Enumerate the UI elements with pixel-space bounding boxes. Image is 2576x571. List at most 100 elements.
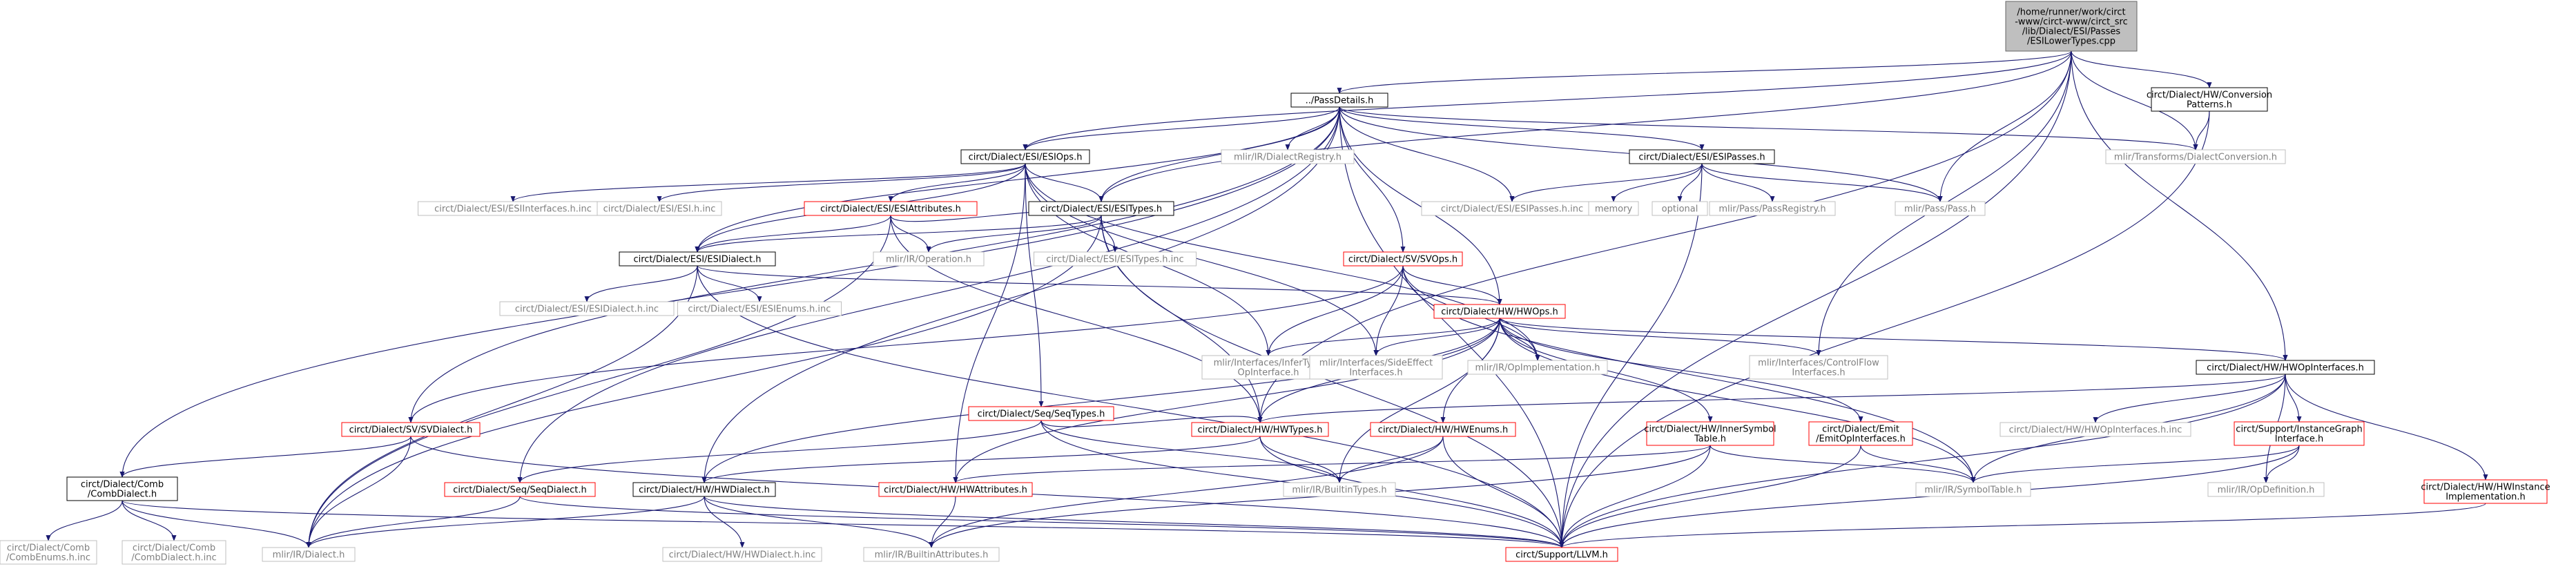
edge-root-to-esitypes (1098, 50, 2072, 202)
node-seqdialect[interactable]: circt/Dialect/Seq/SeqDialect.h (444, 482, 596, 497)
node-opimpl[interactable]: mlir/IR/OpImplementation.h (1467, 360, 1608, 375)
node-label-opimpl: mlir/IR/OpImplementation.h (1475, 363, 1600, 374)
node-hwopinterfaces[interactable]: circt/Dialect/HW/HWOpInterfaces.h (2196, 360, 2375, 375)
edge-hwdialect-to-irdialect (306, 496, 705, 548)
node-label-infertype: OpInterface.h (1237, 368, 1299, 378)
node-esipasses[interactable]: circt/Dialect/ESI/ESIPasses.h (1629, 149, 1775, 164)
node-hwtypes[interactable]: circt/Dialect/HW/HWTypes.h (1191, 422, 1329, 437)
node-hwdialectinc[interactable]: circt/Dialect/HW/HWDialect.h.inc (662, 547, 822, 562)
node-label-optional: optional (1662, 204, 1698, 215)
node-box-esidialectinc (499, 301, 675, 316)
node-dialectregistry[interactable]: mlir/IR/DialectRegistry.h (1221, 149, 1355, 164)
node-builtinattributes[interactable]: mlir/IR/BuiltinAttributes.h (863, 547, 1000, 562)
node-hwopinterfacesinc[interactable]: circt/Dialect/HW/HWOpInterfaces.h.inc (1999, 422, 2191, 437)
node-box-combdialect (66, 476, 178, 501)
node-passdetails[interactable]: ../PassDetails.h (1290, 93, 1388, 108)
node-pass[interactable]: mlir/Pass/Pass.h (1895, 201, 1986, 216)
edge-root-to-pass (1937, 50, 2072, 202)
edge-passdetails-to-hwops (1339, 106, 1502, 305)
node-label-innersymbol: circt/Dialect/HW/InnerSymbol (1644, 425, 1776, 435)
node-label-hwdialect: circt/Dialect/HW/HWDialect.h (639, 485, 770, 496)
node-seqtypes[interactable]: circt/Dialect/Seq/SeqTypes.h (968, 406, 1114, 421)
node-box-opdefinition (2207, 482, 2325, 497)
node-label-emitopinterfaces: circt/Dialect/Emit (1822, 425, 1899, 435)
edge-esiattributes-to-irdialect (306, 215, 891, 548)
node-box-combdialecthinc (122, 540, 226, 565)
node-esiattributes[interactable]: circt/Dialect/ESI/ESIAttributes.h (804, 201, 978, 216)
edge-esitypes-to-operation (926, 215, 1102, 253)
node-dialectconversion[interactable]: mlir/Transforms/DialectConversion.h (2105, 149, 2286, 164)
node-hwinstanceimpl[interactable]: circt/Dialect/HW/HWInstanceImplementatio… (2421, 479, 2550, 504)
node-llvm[interactable]: circt/Support/LLVM.h (1505, 547, 1618, 562)
node-label-root: /home/runner/work/circt (2017, 8, 2125, 18)
node-box-sideeffect (1309, 355, 1443, 380)
node-hwenums[interactable]: circt/Dialect/HW/HWEnums.h (1370, 422, 1516, 437)
node-opdefinition[interactable]: mlir/IR/OpDefinition.h (2207, 482, 2325, 497)
edge-passdetails-to-esipassesinc (1339, 106, 1515, 202)
node-box-svdialect (341, 422, 481, 437)
node-box-esitypesinc (1034, 251, 1197, 267)
edge-seqtypes-to-builtintypes (1040, 420, 1342, 483)
node-label-esitypes: circt/Dialect/ESI/ESITypes.h (1040, 204, 1162, 215)
node-box-dialectregistry (1221, 149, 1355, 164)
edge-esipasses-to-llvm (1559, 163, 1703, 548)
node-esipassesinc[interactable]: circt/Dialect/ESI/ESIPasses.h.inc (1421, 201, 1603, 216)
node-symboltable[interactable]: mlir/IR/SymbolTable.h (1915, 482, 2031, 497)
node-irdialect[interactable]: mlir/IR/Dialect.h (262, 547, 356, 562)
node-esihinc[interactable]: circt/Dialect/ESI/ESI.h.inc (597, 201, 722, 216)
edge-hwopinterfaces-to-hwtypes (1257, 374, 2286, 423)
edge-instancegraph-to-opdefinition (2263, 445, 2300, 483)
node-esidialectinc[interactable]: circt/Dialect/ESI/ESIDialect.h.inc (499, 301, 675, 316)
edge-innersymbol-to-llvm (1559, 445, 1711, 548)
node-label-hwops: circt/Dialect/HW/HWOps.h (1441, 307, 1558, 318)
node-esiinterfacesinc[interactable]: circt/Dialect/ESI/ESIInterfaces.h.inc (418, 201, 608, 216)
node-builtintypes[interactable]: mlir/IR/BuiltinTypes.h (1283, 482, 1396, 497)
node-root[interactable]: /home/runner/work/circt-www/circt-www/ci… (2005, 1, 2138, 52)
node-passregistry[interactable]: mlir/Pass/PassRegistry.h (1709, 201, 1836, 216)
node-esitypes[interactable]: circt/Dialect/ESI/ESITypes.h (1028, 201, 1174, 216)
edge-passdetails-to-dialectconversion (1339, 106, 2198, 151)
node-esiops[interactable]: circt/Dialect/ESI/ESIOps.h (960, 149, 1090, 164)
node-box-hwdialect (632, 482, 776, 497)
edge-esidialect-to-irdialect (306, 265, 698, 548)
edge-combdialect-to-combenumsinc (46, 500, 123, 541)
node-combdialect[interactable]: circt/Dialect/Comb/CombDialect.h (66, 476, 178, 501)
edge-root-to-hwtypes (1257, 50, 2072, 423)
node-memory[interactable]: memory (1588, 201, 1639, 216)
node-combenumsinc[interactable]: circt/Dialect/Comb/CombEnums.h.inc (0, 540, 97, 565)
node-label-root: /lib/Dialect/ESI/Passes (2022, 27, 2121, 37)
node-label-hwinstanceimpl: circt/Dialect/HW/HWInstance (2421, 483, 2550, 493)
edge-svdialect-to-irdialect (306, 436, 411, 548)
node-optional[interactable]: optional (1652, 201, 1708, 216)
node-emitopinterfaces[interactable]: circt/Dialect/Emit/EmitOpInterfaces.h (1808, 421, 1913, 446)
node-esidialect[interactable]: circt/Dialect/ESI/ESIDialect.h (619, 251, 776, 267)
node-esitypesinc[interactable]: circt/Dialect/ESI/ESITypes.h.inc (1034, 251, 1197, 267)
node-label-hwenums: circt/Dialect/HW/HWEnums.h (1378, 425, 1508, 436)
node-operation[interactable]: mlir/IR/Operation.h (873, 251, 985, 267)
node-hwattributes[interactable]: circt/Dialect/HW/HWAttributes.h (878, 482, 1033, 497)
edge-hwops-to-hwdialect (701, 318, 1500, 483)
node-hwops[interactable]: circt/Dialect/HW/HWOps.h (1433, 304, 1566, 319)
edge-hwtypes-to-builtintypes (1259, 436, 1342, 483)
node-box-hwopinterfaces (2196, 360, 2375, 375)
node-box-symboltable (1915, 482, 2031, 497)
node-combdialecthinc[interactable]: circt/Dialect/Comb/CombDialect.h.inc (122, 540, 226, 565)
node-esienumsinc[interactable]: circt/Dialect/ESI/ESIEnums.h.inc (677, 301, 842, 316)
node-svdialect[interactable]: circt/Dialect/SV/SVDialect.h (341, 422, 481, 437)
node-label-combenumsinc: circt/Dialect/Comb (7, 543, 90, 554)
edge-esipasses-to-pass (1701, 163, 1943, 202)
node-label-dialectconversion: mlir/Transforms/DialectConversion.h (2114, 153, 2277, 163)
nodes-layer: /home/runner/work/circt-www/circt-www/ci… (0, 1, 2550, 565)
edge-esiops-to-esiinterfacesinc (510, 163, 1026, 202)
node-hwdialect[interactable]: circt/Dialect/HW/HWDialect.h (632, 482, 776, 497)
node-label-memory: memory (1595, 204, 1633, 215)
node-svops[interactable]: circt/Dialect/SV/SVOps.h (1343, 251, 1463, 267)
node-box-esihinc (597, 201, 722, 216)
edge-seqtypes-to-hwtypes (1040, 416, 1263, 427)
